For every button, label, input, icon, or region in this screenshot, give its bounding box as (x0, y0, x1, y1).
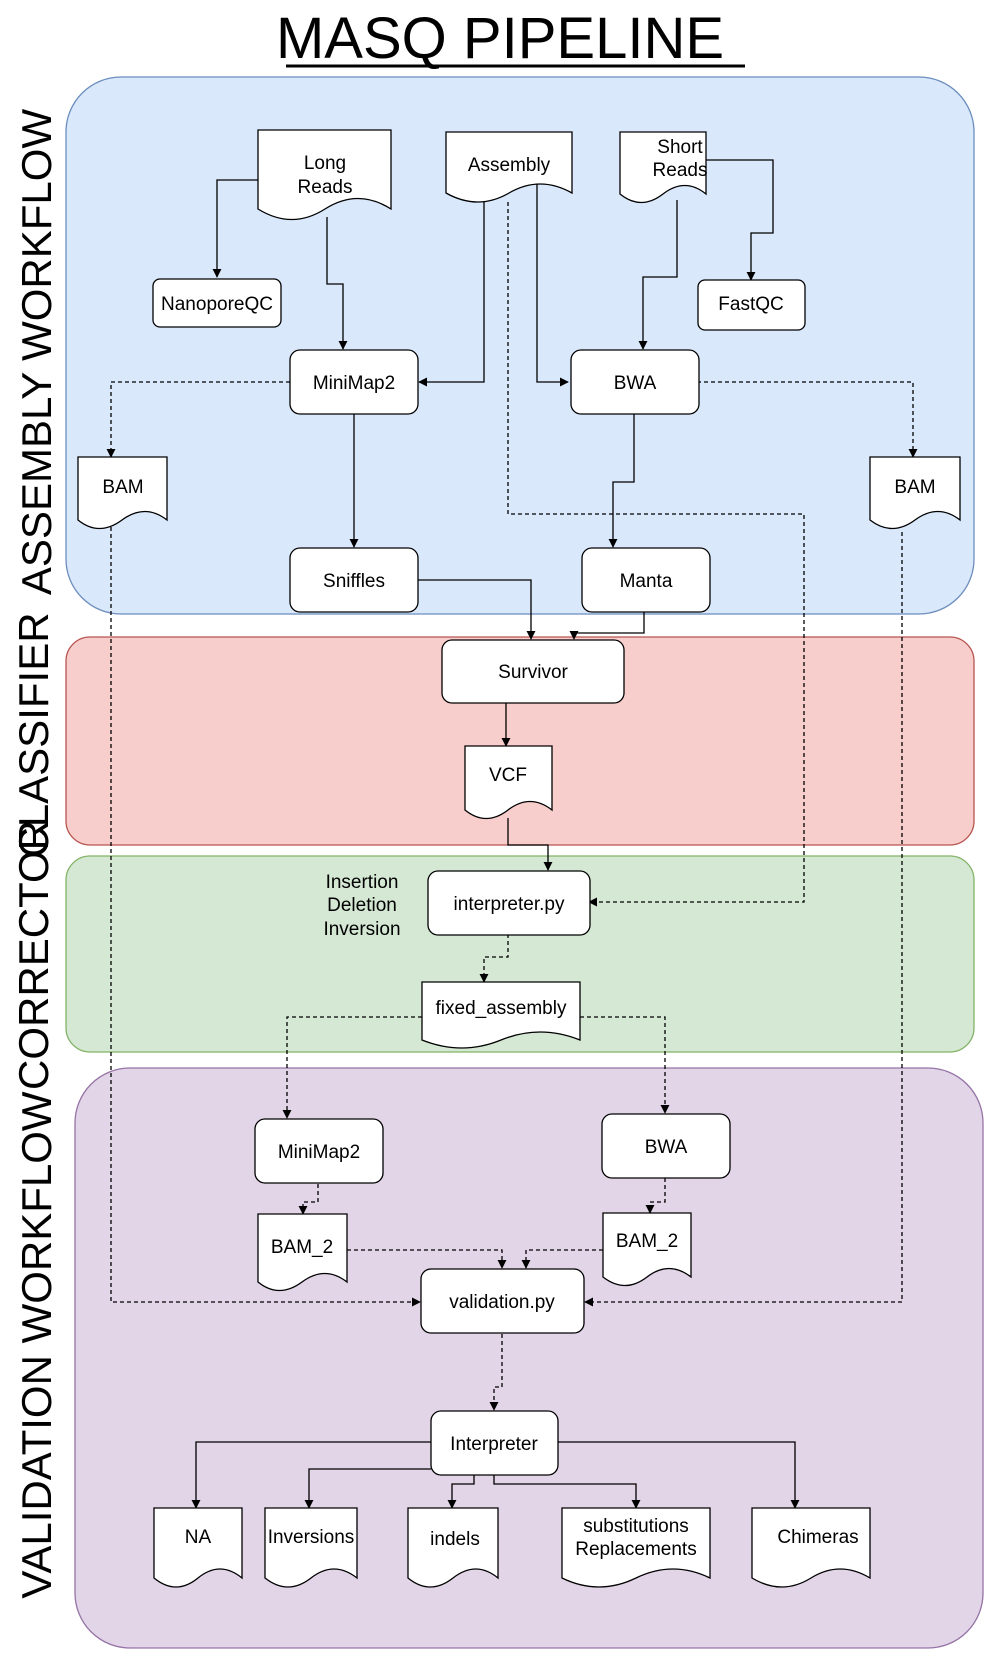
svg-text:MiniMap2: MiniMap2 (313, 373, 395, 394)
bam2-right-document: BAM_2 (602, 1212, 692, 1287)
edge-interpreter-chimeras (558, 1441, 800, 1509)
svg-text:Reads: Reads (653, 160, 708, 181)
svg-text:validation.py: validation.py (449, 1292, 555, 1313)
svg-text:Insertion: Insertion (326, 872, 399, 893)
svg-text:BAM_2: BAM_2 (616, 1231, 678, 1252)
bwa-assembly-process: BWA (570, 349, 700, 415)
diagram-title: MASQ PIPELINE (276, 6, 724, 71)
svg-text:Chimeras: Chimeras (777, 1527, 858, 1548)
edge-assembly-interpreterpy (507, 202, 805, 907)
substitutions-document: substitutions Replacements (561, 1507, 711, 1588)
svg-text:FastQC: FastQC (718, 294, 783, 315)
svg-text:BWA: BWA (645, 1137, 688, 1158)
na-document: NA (153, 1507, 243, 1588)
svg-text:NanoporeQC: NanoporeQC (161, 294, 273, 315)
short-reads-document: Short Reads (619, 131, 708, 204)
edge-minimap2-bam-left (106, 381, 290, 458)
svg-text:Interpreter: Interpreter (450, 1434, 538, 1455)
edge-interpreterpy-fixedassembly (479, 934, 509, 983)
svg-text:BAM_2: BAM_2 (271, 1237, 333, 1258)
indels-document: indels (407, 1507, 499, 1588)
manta-process: Manta (581, 547, 711, 613)
validation-py-process: validation.py (420, 1268, 585, 1334)
chimeras-document: Chimeras (751, 1507, 871, 1588)
edge-interpreter-substitutions (493, 1474, 641, 1509)
assembly-document: Assembly (445, 131, 573, 203)
svg-text:indels: indels (430, 1529, 480, 1550)
sniffles-process: Sniffles (289, 547, 419, 613)
svg-text:Manta: Manta (620, 571, 673, 592)
edge-fixedassembly-minimap2 (282, 1016, 422, 1119)
edge-bam2-left-validationpy (347, 1249, 507, 1269)
minimap2-assembly-process: MiniMap2 (289, 349, 419, 415)
svg-text:Survivor: Survivor (498, 662, 568, 683)
edge-bam2-right-validationpy (521, 1249, 603, 1269)
assembly-workflow-label: ASSEMBLY WORKFLOW (13, 109, 60, 596)
svg-text:NA: NA (185, 1527, 212, 1548)
svg-text:Reads: Reads (298, 177, 353, 198)
interpreter-process: Interpreter (430, 1410, 559, 1476)
svg-text:VCF: VCF (489, 765, 527, 786)
svg-text:Short: Short (657, 137, 703, 158)
edge-assembly-minimap2 (418, 173, 485, 387)
edge-vcf-interpreterpy (507, 818, 553, 871)
edge-sniffles-survivor (417, 579, 536, 640)
long-reads-document: Long Reads (257, 129, 392, 221)
edge-assembly-bwa (536, 173, 569, 387)
svg-text:Inversion: Inversion (323, 919, 400, 940)
bam-left-document: BAM (77, 456, 168, 530)
interpreter-py-process: interpreter.py (427, 870, 591, 936)
edge-bam-left-validationpy (110, 527, 421, 1307)
edge-interpreter-na (191, 1441, 431, 1509)
edge-manta-survivor (569, 612, 645, 640)
bam2-left-document: BAM_2 (257, 1213, 348, 1292)
svg-text:BAM: BAM (894, 477, 935, 498)
edge-bwa-bam2-right (645, 1178, 666, 1214)
minimap2-validation-process: MiniMap2 (254, 1118, 384, 1184)
survivor-process: Survivor (441, 639, 625, 704)
edge-bam-right-validationpy (584, 532, 903, 1307)
fastqc-process: FastQC (697, 279, 806, 331)
inversions-document: Inversions (264, 1507, 358, 1588)
svg-text:Inversions: Inversions (268, 1527, 355, 1548)
svg-text:BAM: BAM (102, 477, 143, 498)
svg-text:Long: Long (304, 153, 346, 174)
corrector-label: CORRECTOR (10, 820, 57, 1090)
edge-interpreter-inversions (304, 1468, 431, 1509)
vcf-document: VCF (464, 745, 553, 820)
edge-validationpy-interpreter (489, 1334, 503, 1411)
svg-text:Sniffles: Sniffles (323, 571, 385, 592)
corrector-lane (65, 855, 975, 1053)
edge-minimap2-bam2-left (298, 1184, 319, 1215)
edge-bwa-bam-right (697, 381, 918, 458)
edge-shortreads-fastqc (700, 159, 774, 281)
svg-text:fixed_assembly: fixed_assembly (436, 998, 567, 1019)
svg-text:MiniMap2: MiniMap2 (278, 1142, 360, 1163)
validation-workflow-label: VALIDATION WORKFLOW (13, 1091, 60, 1598)
classifier-label: CLASSIFIER (10, 612, 57, 857)
svg-text:Deletion: Deletion (327, 895, 397, 916)
svg-text:Replacements: Replacements (575, 1539, 696, 1560)
fixed-assembly-document: fixed_assembly (421, 981, 581, 1049)
variant-types-annotation: Insertion Deletion Inversion (323, 872, 400, 940)
svg-text:Assembly: Assembly (468, 155, 551, 176)
edge-longreads-nanoporeqc (212, 179, 258, 278)
edge-longreads-minimap2 (326, 217, 348, 350)
edge-shortreads-bwa (638, 200, 678, 350)
bam-right-document: BAM (869, 456, 961, 530)
svg-text:interpreter.py: interpreter.py (454, 894, 565, 915)
edge-interpreter-indels (447, 1474, 475, 1509)
edge-bwa-manta (608, 414, 635, 548)
nanoporeqc-process: NanoporeQC (152, 278, 282, 328)
svg-text:BWA: BWA (614, 373, 657, 394)
svg-text:substitutions: substitutions (583, 1516, 689, 1537)
edge-fixedassembly-bwa (580, 1016, 670, 1114)
bwa-validation-process: BWA (601, 1113, 731, 1179)
